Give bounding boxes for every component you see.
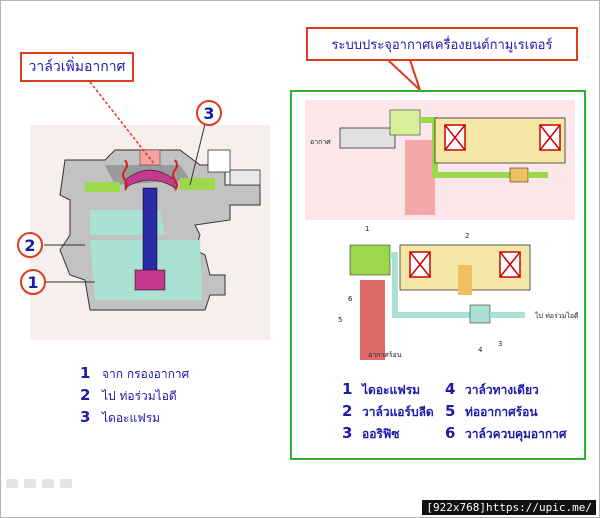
air-inlet-label: อากาศ [310,138,331,146]
legend-number: 1 [342,380,353,398]
label-1: 1 [365,225,370,233]
callout-1: 1 [20,269,46,295]
legend-text: ออริฟิซ [362,427,400,441]
legend-text: จาก กรองอากาศ [102,367,190,381]
left-legend-row: 1 จาก กรองอากาศ [80,364,189,386]
legend-text: วาล์วทางเดียว [465,383,539,397]
label-5: 5 [338,316,343,324]
carburetor-air-system-title: ระบบประจุอากาศเครื่องยนต์กามูเรเตอร์ [306,27,578,61]
menu-icon[interactable] [42,479,54,488]
right-legend-row: 3 ออริฟิซ [342,424,434,446]
legend-number: 2 [80,386,91,404]
right-legend-row: 2 วาล์วแอร์บลีด [342,402,434,424]
legend-number: 4 [445,380,456,398]
right-legend-col1: 1 ไดอะแฟรม 2 วาล์วแอร์บลีด 3 ออริฟิซ [342,380,434,446]
left-legend: 1 จาก กรองอากาศ 2 ไป ท่อร่วมไอดี 3 ไดอะแ… [80,364,189,430]
system-bottom-diagram [349,244,531,360]
callout-3: 3 [196,100,222,126]
label-6: 6 [348,295,353,303]
callout-2: 2 [17,232,43,258]
right-legend-row: 6 วาล์วควบคุมอากาศ [445,424,566,446]
left-legend-row: 3 ไดอะแฟรม [80,408,189,430]
previous-icon[interactable] [6,479,18,488]
legend-text: ไดอะแฟรม [102,411,161,425]
air-bleed-valve-diagram [30,125,270,340]
pen-icon[interactable] [24,479,36,488]
legend-number: 2 [342,402,353,420]
hot-air-label: อากาศร้อน [368,351,402,359]
left-leader-lines [44,81,206,283]
next-icon[interactable] [60,479,72,488]
right-legend-row: 4 วาล์วทางเดียว [445,380,566,402]
legend-number: 1 [80,364,91,382]
label-2: 2 [465,232,470,240]
legend-number: 3 [342,424,353,442]
right-legend-row: 1 ไดอะแฟรม [342,380,434,402]
legend-number: 3 [80,408,91,426]
label-4: 4 [478,346,483,354]
legend-text: ไดอะแฟรม [362,383,421,397]
legend-number: 6 [445,424,456,442]
right-legend-row: 5 ท่ออากาศร้อน [445,402,566,424]
title-pointer [386,60,421,91]
legend-number: 5 [445,402,456,420]
slideshow-toolbar [6,479,72,488]
legend-text: วาล์วแอร์บลีด [362,405,434,419]
right-legend-col2: 4 วาล์วทางเดียว 5 ท่ออากาศร้อน 6 วาล์วคว… [445,380,566,446]
legend-text: วาล์วควบคุมอากาศ [465,427,567,441]
legend-text: ท่ออากาศร้อน [465,405,538,419]
left-legend-row: 2 ไป ท่อร่วมไอดี [80,386,189,408]
to-manifold-label: ไป ท่อร่วมไอดี [535,312,579,320]
air-bleed-valve-title: วาล์วเพิ่มอากาศ [20,52,134,82]
system-top-diagram [305,100,575,220]
legend-text: ไป ท่อร่วมไอดี [102,389,177,403]
image-host-watermark: [922x768]https://upic.me/ [422,500,596,515]
label-3: 3 [498,340,503,348]
